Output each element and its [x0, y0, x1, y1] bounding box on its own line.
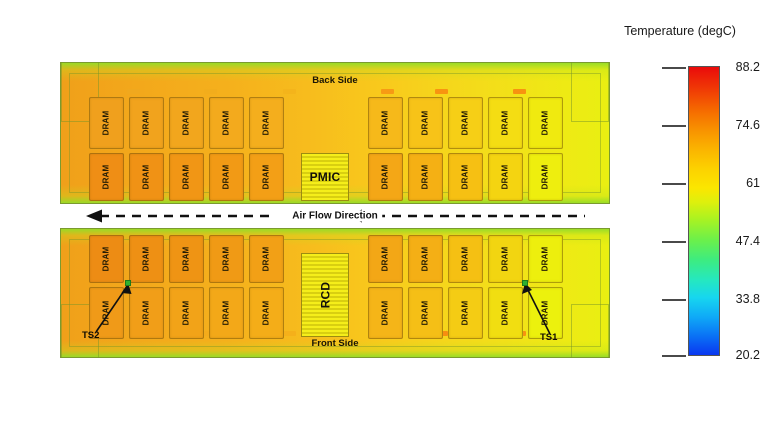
dram-chip[interactable]: DRAM — [249, 235, 284, 283]
sensor-label-ts2: TS2 — [82, 330, 100, 341]
dram-chip[interactable]: DRAM — [528, 235, 563, 283]
front-side-label: Front Side — [311, 338, 359, 349]
colorbar-tick-label: 47.4 — [735, 234, 760, 248]
dram-chip[interactable]: DRAM — [249, 153, 284, 201]
dram-chip[interactable]: DRAM — [448, 153, 483, 201]
dram-chip[interactable]: DRAM — [129, 235, 164, 283]
pmic-label: PMIC — [309, 170, 341, 184]
dram-chip[interactable]: DRAM — [209, 235, 244, 283]
dram-chip[interactable]: DRAM — [89, 153, 124, 201]
colorbar-tick-mark — [662, 299, 686, 301]
rcd-block[interactable]: RCD — [301, 253, 349, 337]
dram-chip[interactable]: DRAM — [209, 287, 244, 339]
colorbar-tick-mark — [662, 355, 686, 357]
colorbar-tick-label: 33.8 — [735, 292, 760, 306]
dram-chip[interactable]: DRAM — [408, 287, 443, 339]
sensor-label-ts1: TS1 — [540, 332, 558, 343]
dram-chip[interactable]: DRAM — [129, 97, 164, 149]
dram-chip[interactable]: DRAM — [129, 153, 164, 201]
colorbar-tick-mark — [662, 241, 686, 243]
colorbar-tick-label: 20.2 — [735, 348, 760, 362]
dram-chip[interactable]: DRAM — [488, 287, 523, 339]
connector-tab — [381, 89, 394, 94]
module-front-side: Front Side DRAM DRAM DRAM DRAM DRAM DRAM… — [60, 228, 610, 358]
connector-tab — [513, 89, 526, 94]
module-back-side: Back Side DRAM DRAM DRAM DRAM DRAM DRAM … — [60, 62, 610, 204]
colorbar-gradient — [688, 66, 720, 356]
dram-chip[interactable]: DRAM — [488, 97, 523, 149]
dram-chip[interactable]: DRAM — [169, 153, 204, 201]
dram-chip[interactable]: DRAM — [408, 235, 443, 283]
dram-chip[interactable]: DRAM — [368, 235, 403, 283]
dram-chip[interactable]: DRAM — [528, 153, 563, 201]
dram-chip[interactable]: DRAM — [448, 287, 483, 339]
connector-tab — [283, 331, 296, 336]
dram-chip[interactable]: DRAM — [129, 287, 164, 339]
sensor-marker-ts1[interactable] — [522, 280, 528, 286]
dram-chip[interactable]: DRAM — [209, 97, 244, 149]
rcd-label: RCD — [317, 281, 332, 309]
connector-tab — [127, 89, 140, 94]
thermal-map: Back Side DRAM DRAM DRAM DRAM DRAM DRAM … — [60, 62, 610, 358]
dram-chip[interactable]: DRAM — [169, 287, 204, 339]
dram-chip[interactable]: DRAM — [408, 153, 443, 201]
dram-chip[interactable]: DRAM — [448, 97, 483, 149]
dram-chip[interactable]: DRAM — [448, 235, 483, 283]
dram-chip[interactable]: DRAM — [89, 235, 124, 283]
back-side-label: Back Side — [312, 75, 358, 86]
dram-chip[interactable]: DRAM — [488, 153, 523, 201]
dram-chip[interactable]: DRAM — [209, 153, 244, 201]
colorbar-tick-mark — [662, 183, 686, 185]
colorbar-title: Temperature (degC) — [624, 24, 736, 38]
dram-chip[interactable]: DRAM — [249, 97, 284, 149]
colorbar-tick-label: 74.6 — [735, 118, 760, 132]
connector-tab — [435, 89, 448, 94]
dram-chip[interactable]: DRAM — [368, 287, 403, 339]
dram-chip[interactable]: DRAM — [488, 235, 523, 283]
airflow-label: Air Flow Direction — [288, 210, 382, 222]
colorbar-legend: Temperature (degC) 88.2 74.6 61 47.4 33.… — [600, 24, 760, 369]
airflow-indicator: Air Flow Direction — [60, 204, 610, 228]
dram-chip[interactable]: DRAM — [169, 97, 204, 149]
dram-chip[interactable]: DRAM — [408, 97, 443, 149]
colorbar-tick-mark — [662, 67, 686, 69]
colorbar-tick-mark — [662, 125, 686, 127]
connector-tab — [283, 89, 296, 94]
sensor-marker-ts2[interactable] — [125, 280, 131, 286]
dram-chip[interactable]: DRAM — [528, 97, 563, 149]
colorbar-tick-label: 61 — [746, 176, 760, 190]
dram-chip[interactable]: DRAM — [169, 235, 204, 283]
dram-chip[interactable]: DRAM — [368, 153, 403, 201]
colorbar-tick-label: 88.2 — [735, 60, 760, 74]
dram-chip[interactable]: DRAM — [89, 97, 124, 149]
dram-chip[interactable]: DRAM — [249, 287, 284, 339]
pmic-block[interactable]: PMIC — [301, 153, 349, 201]
dram-chip[interactable]: DRAM — [368, 97, 403, 149]
